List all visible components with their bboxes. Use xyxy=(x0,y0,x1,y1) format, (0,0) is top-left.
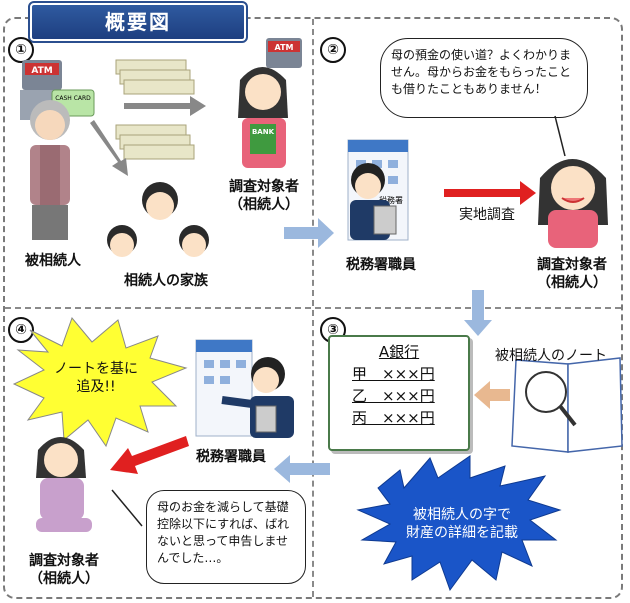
diagram-title: 概要図 xyxy=(28,1,248,43)
tax-office-building-step4 xyxy=(195,339,253,437)
arrow-pursue-heir xyxy=(110,436,189,474)
bubble-tail-confession xyxy=(111,489,143,527)
arrow-cash-to-heir xyxy=(124,96,206,116)
family-label: 相続人の家族 xyxy=(124,273,208,289)
heir-label-step2: 調査対象者（相続人） xyxy=(537,257,607,291)
atm-right-text: ATM xyxy=(275,43,294,52)
bank-ledger-sheet: A銀行 甲 ×××円 乙 ×××円 丙 ×××円 xyxy=(328,335,470,451)
arrow-step2-to-step3 xyxy=(464,290,492,336)
ledger-row: 乙 ×××円 xyxy=(352,387,435,405)
confession-bubble: 母のお金を減らして基礎控除以下にすれば、ばれないと思って申告しませんでした…。 xyxy=(146,490,306,584)
heir-denial-bubble: 母の預金の使い道？よくわかりません。母からお金をもらったことも借りたこともありま… xyxy=(380,38,588,118)
arrow-field-survey xyxy=(444,181,536,205)
decedent-figure xyxy=(30,100,70,240)
heir-label-step4: 調査対象者（相続人） xyxy=(29,553,99,587)
burst-text: 被相続人の字で財産の詳細を記載 xyxy=(406,507,518,541)
heir-with-bankbook-figure xyxy=(238,67,288,168)
officer-label-step2: 税務署職員 xyxy=(346,257,416,273)
ledger-row: 甲 ×××円 xyxy=(352,365,435,383)
bankbook-text: BANK xyxy=(252,128,275,136)
diagram-frame xyxy=(3,17,623,599)
cash-stack-top xyxy=(115,59,195,95)
officer-label-step4: 税務署職員 xyxy=(196,449,266,465)
step-2-badge: ② xyxy=(320,37,346,63)
officer-pointing-figure xyxy=(221,357,294,438)
arrow-notebook-to-ledger xyxy=(474,381,510,409)
notebook-icon xyxy=(511,357,623,453)
field-survey-label: 実地調査 xyxy=(459,207,515,223)
arrow-step3-to-step4 xyxy=(274,455,330,483)
cash-card-text: CASH CARD xyxy=(55,95,91,102)
step-1-badge: ① xyxy=(8,37,34,63)
vertical-divider xyxy=(312,19,314,597)
tax-office-sign: 税務署 xyxy=(379,195,403,205)
bank-name: A銀行 xyxy=(378,343,420,361)
decedent-label: 被相続人 xyxy=(25,253,81,269)
kneeling-heir-figure xyxy=(36,437,92,532)
heir-label-step1: 調査対象者（相続人） xyxy=(229,179,299,213)
family-figures xyxy=(107,182,209,257)
upset-heir-figure xyxy=(538,159,608,248)
cash-stack-bottom xyxy=(115,124,195,160)
ledger-row: 丙 ×××円 xyxy=(352,409,435,427)
shout-burst xyxy=(12,317,188,448)
step-4-badge: ④ xyxy=(8,317,34,343)
notebook-label: 被相続人のノート xyxy=(495,348,607,364)
officer-figure-step2 xyxy=(350,163,397,240)
atm-right-icon xyxy=(266,38,302,68)
bubble-tail-denial xyxy=(554,115,566,157)
notebook-explanation-burst xyxy=(356,455,562,592)
shout-text: ノートを基に追及!! xyxy=(54,361,138,395)
arrow-cash-to-family xyxy=(90,120,128,176)
atm-left-text: ATM xyxy=(31,66,52,76)
arrow-step1-to-step2 xyxy=(284,218,334,248)
